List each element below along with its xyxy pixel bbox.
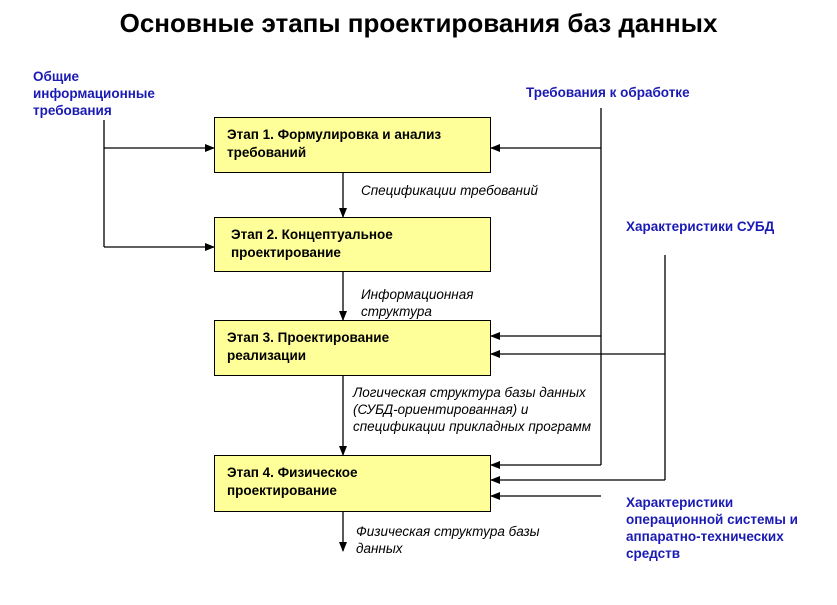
stage-1-box: Этап 1. Формулировка и анализ требований [214,117,491,173]
output-information-structure: Информационная структура [361,287,474,319]
stage-4-box: Этап 4. Физическое проектирование [214,455,491,512]
stage-2-box: Этап 2. Концептуальное проектирование [214,217,491,272]
stage-3-label: Этап 3. Проектирование реализации [227,330,390,363]
output-physical-structure: Физическая структура базы данных [356,524,540,556]
os-hw-characteristics-label: Характеристики операционной системы и ап… [626,495,798,561]
stage-3-box: Этап 3. Проектирование реализации [214,320,491,376]
stage-1-label: Этап 1. Формулировка и анализ требований [227,127,442,160]
dbms-characteristics-label: Характеристики СУБД [626,219,775,234]
output-requirements-spec: Спецификации требований [361,183,538,198]
stage-4-label: Этап 4. Физическое проектирование [227,465,358,498]
diagram-title: Основные этапы проектирования баз данных [119,8,718,38]
processing-requirements-label: Требования к обработке [526,85,690,100]
general-requirements-label: Общие информационные требования [33,69,155,118]
stage-2-label: Этап 2. Концептуальное проектирование [231,227,393,260]
output-logical-structure: Логическая структура базы данных (СУБД-о… [353,385,591,434]
